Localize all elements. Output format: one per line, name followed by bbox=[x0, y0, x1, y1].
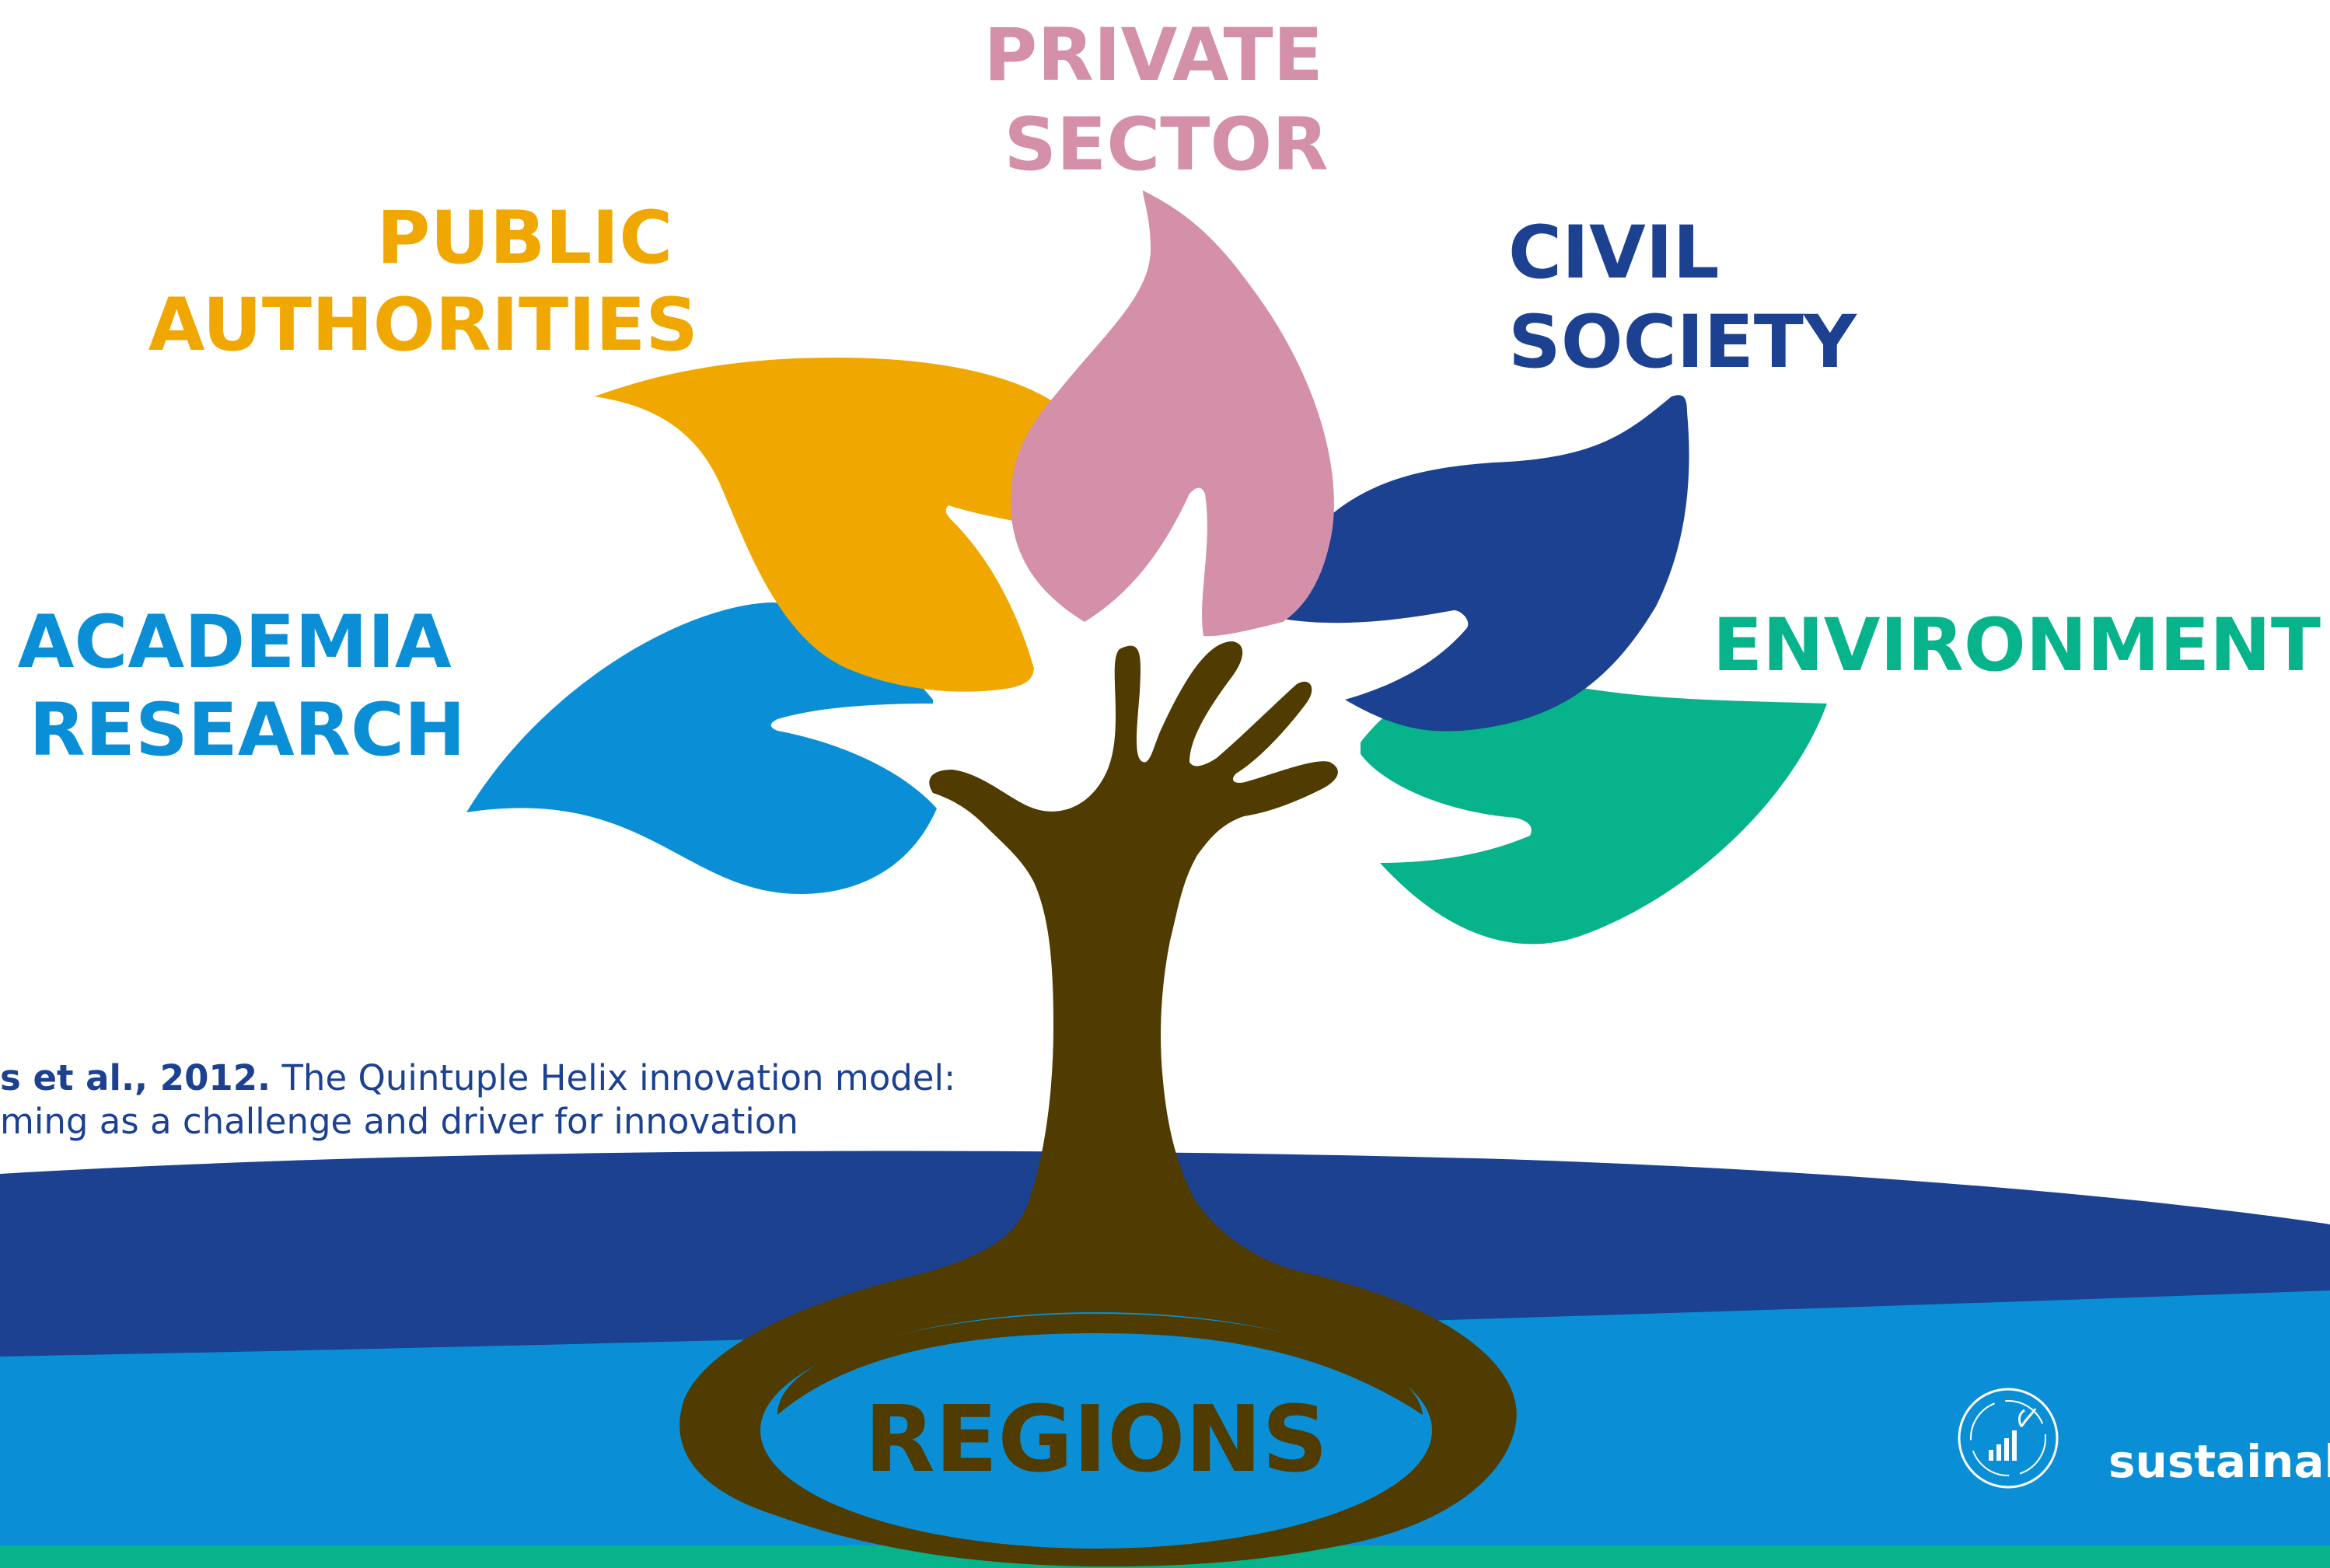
leaf-public-authorities bbox=[595, 358, 1057, 692]
label-public-line1: PUBLIC bbox=[377, 196, 673, 281]
leaf-private-sector bbox=[1011, 190, 1334, 637]
leaf-environment bbox=[1361, 675, 1827, 945]
sustainability-logo-icon bbox=[1958, 1388, 2059, 1489]
tree-trunk bbox=[679, 641, 1517, 1566]
label-academia-research: ACADEMIA RESEARCH bbox=[18, 600, 477, 773]
label-public-line2: AUTHORITIES bbox=[148, 283, 698, 368]
label-environment: ENVIRONMENT bbox=[1713, 603, 2321, 688]
leaf-academia-research bbox=[466, 602, 937, 894]
label-civil-line1: CIVIL bbox=[1508, 211, 1720, 295]
footer-brand-text: sustainab bbox=[2108, 1435, 2330, 1488]
label-private-line1: PRIVATE bbox=[983, 13, 1322, 98]
citation-title-part1: The Quintuple Helix innovation model: bbox=[271, 1057, 955, 1098]
citation-line1: s et al., 2012. The Quintuple Helix inno… bbox=[0, 1057, 955, 1098]
label-private-sector: PRIVATE SECTOR bbox=[983, 13, 1348, 187]
label-regions: REGIONS bbox=[865, 1385, 1328, 1493]
label-civil-society: CIVIL SOCIETY bbox=[1508, 211, 1857, 385]
citation-line2: ming as a challenge and driver for innov… bbox=[0, 1101, 798, 1142]
label-public-authorities: PUBLIC AUTHORITIES bbox=[148, 196, 698, 368]
roots-inner-shadow bbox=[777, 1314, 1423, 1415]
label-academia-line1: ACADEMIA bbox=[18, 600, 452, 685]
leaf-civil-society bbox=[1259, 395, 1689, 732]
regions-ring bbox=[760, 1312, 1432, 1549]
label-private-line2: SECTOR bbox=[1004, 103, 1328, 187]
citation-author: s et al., 2012. bbox=[0, 1057, 271, 1098]
label-civil-line2: SOCIETY bbox=[1508, 300, 1857, 385]
label-academia-line2: RESEARCH bbox=[29, 688, 465, 773]
